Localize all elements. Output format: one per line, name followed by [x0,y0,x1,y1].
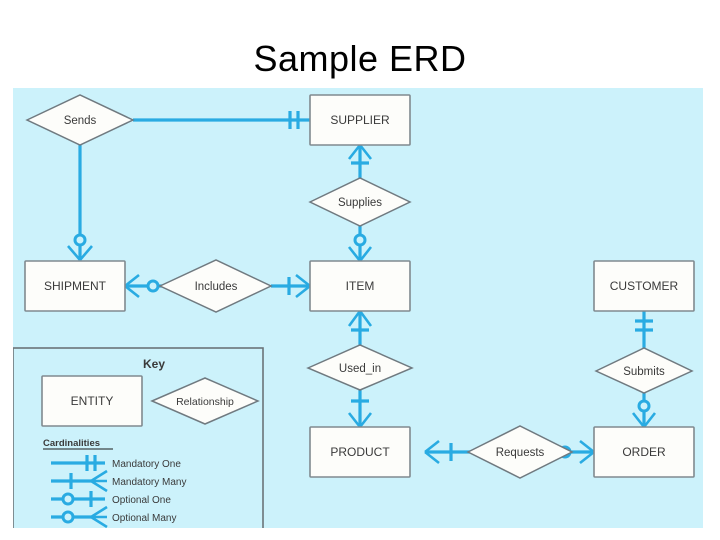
key-cardinalities-heading: Cardinalities [43,438,100,449]
cardinality-crowsfoot-order-top [631,412,657,428]
entity-customer-label: CUSTOMER [610,279,679,293]
cardinality-crowsfoot-product-right [424,439,440,465]
cardinality-crowsfoot-shipment [67,245,93,261]
entity-product-label: PRODUCT [330,445,390,459]
key-cardinality-optional-many: Optional Many [51,505,176,528]
page-title: Sample ERD [253,38,467,79]
relationship-requests[interactable]: Requests [466,425,574,479]
key-cardinality-mandatory-one: Mandatory One [51,455,181,471]
key-entity-label: ENTITY [71,394,114,408]
key-cardinality-mandatory-one-label: Mandatory One [112,459,181,470]
key-cardinality-mandatory-many: Mandatory Many [51,469,186,493]
entity-supplier[interactable]: SUPPLIER [309,94,411,146]
relationship-sends-label: Sends [64,115,97,127]
key-cardinality-optional-one: Optional One [51,491,171,507]
entity-shipment[interactable]: SHIPMENT [24,260,126,312]
entity-item[interactable]: ITEM [309,260,411,312]
relationship-supplies[interactable]: Supplies [308,177,412,227]
erd-diagram-svg: .ln { stroke:#29abe2; stroke-width:3.2; … [13,94,695,528]
cardinality-optional-circle-includes-left [146,279,160,293]
cardinality-optional-circle-submits-bottom [637,399,651,413]
key-relationship-sample: Relationship [150,377,260,425]
relationship-sends[interactable]: Sends [25,94,135,146]
relationship-includes-label: Includes [195,281,238,293]
entity-order[interactable]: ORDER [593,426,695,478]
cardinality-optional-circle-shipment [73,233,87,247]
key-cardinality-mandatory-many-label: Mandatory Many [112,477,186,488]
relationship-supplies-label: Supplies [338,197,382,209]
entity-shipment-label: SHIPMENT [44,279,107,293]
relationship-requests-label: Requests [496,447,545,459]
relationship-includes[interactable]: Includes [158,259,273,313]
key-title: Key [143,357,165,371]
cardinality-crowsfoot-product-top [347,412,373,428]
relationship-submits-label: Submits [623,366,665,378]
entity-item-label: ITEM [346,279,375,293]
entity-supplier-label: SUPPLIER [330,113,390,127]
key-cardinality-optional-one-label: Optional One [112,495,171,506]
key-legend: Key ENTITY Relationship Cardinalities [13,347,264,528]
cardinality-crowsfoot-shipment-right [124,273,140,299]
relationship-used-in[interactable]: Used_in [306,344,414,391]
key-entity-sample: ENTITY [41,375,143,427]
erd-diagram-image: .ln { stroke:#29abe2; stroke-width:3.2; … [13,88,703,528]
entity-order-label: ORDER [622,445,666,459]
cardinality-crowsfoot-item-top [347,246,373,262]
key-relationship-label: Relationship [176,396,234,408]
cardinality-crowsfoot-item-bottom [347,310,373,327]
cardinality-crowsfoot-item-left [295,273,311,299]
entity-product[interactable]: PRODUCT [309,426,411,478]
relationship-used-in-label: Used_in [339,363,381,375]
cardinality-crowsfoot-supplier-bottom [347,144,373,160]
entity-customer[interactable]: CUSTOMER [593,260,695,312]
cardinality-optional-circle-supplies-bottom [353,233,367,247]
relationship-submits[interactable]: Submits [594,347,694,394]
cardinality-crowsfoot-order-left [579,439,595,465]
key-cardinality-optional-many-label: Optional Many [112,513,176,524]
